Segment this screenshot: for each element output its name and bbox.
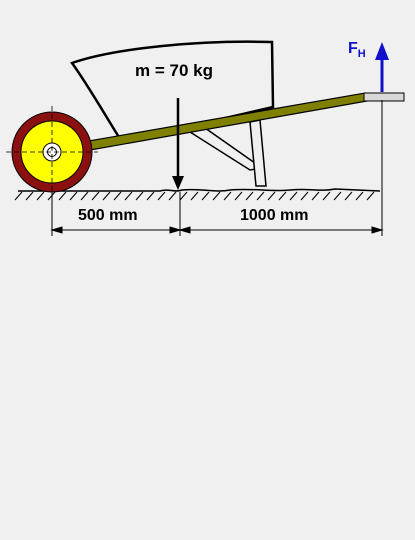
ground-hatch	[322, 191, 331, 201]
ground-hatch	[201, 191, 210, 201]
mass-label: m = 70 kg	[135, 61, 213, 80]
ground-hatch	[190, 191, 199, 201]
force-subscript: H	[358, 48, 366, 60]
ground-hatch	[80, 191, 89, 201]
ground-hatch	[223, 191, 232, 201]
ground-hatch	[245, 191, 254, 201]
tray	[69, 40, 275, 144]
dimension-label-left: 500 mm	[78, 207, 138, 224]
ground-hatch	[355, 191, 364, 201]
ground-hatch	[212, 191, 221, 201]
ground-hatch	[36, 191, 45, 201]
ground-hatch	[157, 191, 166, 201]
ground-hatch	[344, 191, 353, 201]
ground-hatch	[69, 191, 78, 201]
ground-hatch	[267, 191, 276, 201]
ground-hatch	[113, 191, 122, 201]
ground-hatch	[366, 191, 375, 201]
dimension-label-right: 1000 mm	[240, 207, 309, 224]
force-label: FH	[348, 40, 366, 60]
ground-hatch	[135, 191, 144, 201]
ground-hatch	[179, 191, 188, 201]
ground-hatch	[91, 191, 100, 201]
ground	[14, 188, 381, 201]
ground-hatch	[146, 191, 155, 201]
ground-hatch	[58, 191, 67, 201]
arrow-down-icon	[172, 98, 184, 190]
ground-hatch	[300, 191, 309, 201]
ground-hatch	[124, 191, 133, 201]
ground-hatch	[25, 191, 34, 201]
arrow-up-icon	[375, 42, 389, 92]
ground-hatch	[168, 191, 177, 201]
ground-hatch	[333, 191, 342, 201]
ground-hatch	[256, 191, 265, 201]
ground-hatch	[102, 191, 111, 201]
ground-hatch	[311, 191, 320, 201]
ground-hatch	[289, 191, 298, 201]
ground-hatch	[14, 191, 23, 201]
ground-hatch	[278, 191, 287, 201]
wheel-icon	[6, 106, 98, 198]
ground-hatch	[234, 191, 243, 201]
handle-grip	[363, 92, 405, 102]
dimension-lines	[50, 100, 384, 236]
force-letter: F	[348, 40, 358, 57]
